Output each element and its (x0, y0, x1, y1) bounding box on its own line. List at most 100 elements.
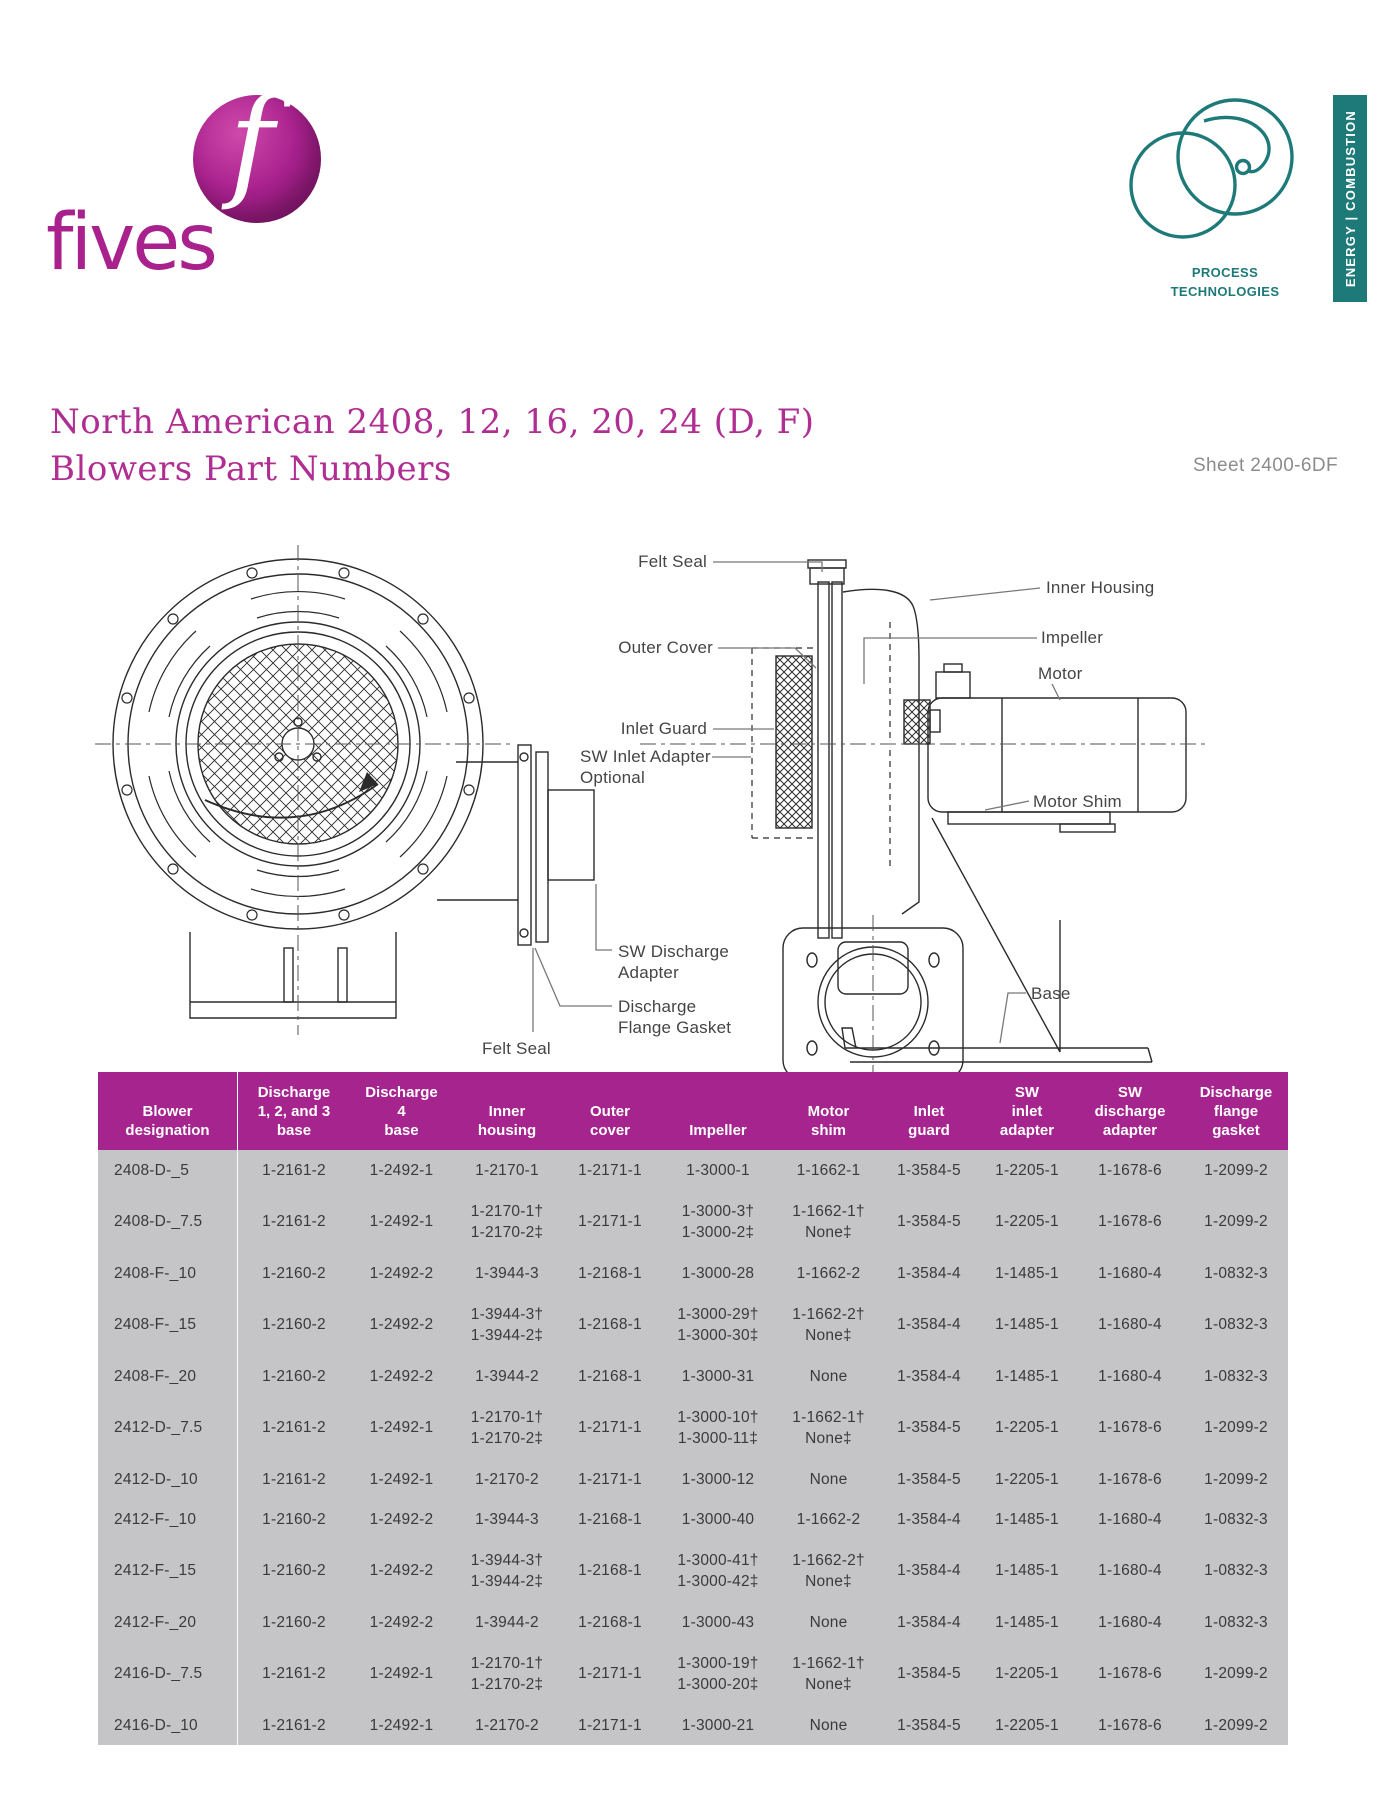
part-number-cell: None (777, 1612, 880, 1633)
cell-line: 1-2168-1 (578, 1613, 642, 1631)
part-number-cell: 1-2492-1 (350, 1160, 453, 1181)
part-number-cell: 1-3000-40 (659, 1509, 777, 1530)
part-number-cell: 1-2099-2 (1184, 1160, 1288, 1181)
part-number-cell: 1-2168-1 (561, 1366, 659, 1387)
cell-line: None (809, 1470, 848, 1488)
part-number-cell: 1-0832-3 (1184, 1263, 1288, 1284)
part-number-cell: 1-2160-2 (238, 1509, 350, 1530)
cell-line: 1-2160-2 (262, 1510, 326, 1528)
cell-line: 1-3944-3† (470, 1551, 544, 1569)
blower-designation-cell: 2416-D-_7.5 (98, 1642, 238, 1705)
part-number-cell: 1-1485-1 (978, 1263, 1076, 1284)
cell-line: adapter (999, 1122, 1055, 1139)
cell-line: 1-2160-2 (262, 1562, 326, 1579)
cell-line: 1-1680-4 (1098, 1562, 1162, 1579)
cell-line: 1-2168-1 (578, 1264, 642, 1282)
cell-line: 1-2160-2 (262, 1316, 326, 1333)
part-number-cell: None (777, 1469, 880, 1490)
cell-line: SW (1117, 1084, 1143, 1101)
part-number-cell: 1-0832-3 (1184, 1560, 1288, 1581)
part-number-cell: 1-1662-2 (777, 1263, 880, 1284)
cell-line: 1-2170-1† (470, 1654, 544, 1672)
cell-line: 1-3000-31 (681, 1367, 755, 1385)
part-number-cell: 1-2161-2 (238, 1417, 350, 1438)
part-number-cell: 1-2492-2 (350, 1314, 453, 1335)
part-number-cell: 1-3584-5 (880, 1715, 978, 1736)
column-header: Impeller (659, 1072, 777, 1150)
cell-line: 1-3000-11‡ (677, 1429, 759, 1447)
cell-line: 1-3584-4 (897, 1562, 961, 1579)
blower-designation-cell: 2408-F-_20 (98, 1356, 238, 1396)
cell-line: 1-2168-1 (578, 1510, 642, 1528)
part-number-cell: 1-2099-2 (1184, 1417, 1288, 1438)
part-number-cell: 1-2205-1 (978, 1469, 1076, 1490)
part-number-cell: 1-2161-2 (238, 1469, 350, 1490)
cell-line: 1-2205-1 (995, 1161, 1059, 1179)
cell-line: 1-2160-2 (262, 1367, 326, 1385)
cell-line: 1-2170-2 (475, 1716, 539, 1734)
part-number-cell: 1-3584-5 (880, 1469, 978, 1490)
cell-line: 1-3000-1 (686, 1161, 750, 1179)
label-outer-cover: Outer Cover (618, 638, 713, 657)
cell-line: 1-2205-1 (995, 1213, 1059, 1230)
cell-line: 2408-F-_20 (114, 1367, 197, 1385)
cell-line: 1-1678-6 (1098, 1213, 1162, 1230)
part-number-cell: 1-2099-2 (1184, 1715, 1288, 1736)
cell-line: base (276, 1122, 312, 1139)
cell-line: 1-1678-6 (1098, 1716, 1162, 1734)
cell-line: 1-3944-3 (475, 1264, 539, 1282)
cell-line: 1-1662-2† (792, 1551, 865, 1569)
part-number-cell: 1-3000-10†1-3000-11‡ (659, 1407, 777, 1449)
cell-line: 2412-F-_20 (114, 1613, 197, 1631)
cell-line: 1-1678-6 (1098, 1161, 1162, 1179)
cell-line: 2412-F-_10 (114, 1510, 197, 1528)
process-label-line2: TECHNOLOGIES (1170, 284, 1280, 299)
blower-designation-cell: 2412-F-_10 (98, 1499, 238, 1539)
part-number-cell: 1-3944-3†1-3944-2‡ (453, 1304, 561, 1346)
cell-line: 1-3584-4 (897, 1367, 961, 1385)
cell-line: 1-2492-1 (369, 1716, 434, 1734)
cell-line: 1-1662-1† (792, 1202, 865, 1220)
part-number-cell: 1-3000-12 (659, 1469, 777, 1490)
cell-line: 1-1485-1 (995, 1316, 1059, 1333)
part-number-cell: 1-2168-1 (561, 1560, 659, 1581)
part-number-cell: 1-2170-1 (453, 1160, 561, 1181)
part-number-cell: 1-2492-2 (350, 1612, 453, 1633)
cell-line: 1-1678-6 (1098, 1665, 1162, 1682)
cell-line: Inner (488, 1103, 526, 1120)
part-number-cell: 1-2160-2 (238, 1366, 350, 1387)
cell-line: 1-1662-2 (796, 1510, 861, 1528)
part-number-cell: 1-1678-6 (1076, 1469, 1184, 1490)
cell-line: 1-1485-1 (995, 1613, 1059, 1631)
cell-line: discharge (1094, 1103, 1166, 1120)
label-sw-inlet-adapter-line1: SW Inlet Adapter (580, 747, 711, 766)
leader-lines (532, 561, 1061, 1044)
label-inlet-guard: Inlet Guard (620, 719, 707, 738)
cell-line: 1-1662-2† (792, 1305, 865, 1323)
cell-line: 1-3000-19† (677, 1654, 759, 1672)
cell-line: 1-2205-1 (995, 1470, 1059, 1488)
cell-line: 1-3944-3† (470, 1305, 544, 1323)
part-number-cell: 1-2171-1 (561, 1469, 659, 1490)
part-number-cell: 1-0832-3 (1184, 1612, 1288, 1633)
part-number-cell: 1-2205-1 (978, 1160, 1076, 1181)
cell-line: 1-2161-2 (262, 1419, 326, 1436)
cell-line: 1-3584-5 (897, 1470, 961, 1488)
cell-line: 1-3000-3† (681, 1202, 755, 1220)
cell-line: flange (1213, 1103, 1259, 1120)
part-number-cell: 1-2099-2 (1184, 1663, 1288, 1684)
energy-combustion-banner: ENERGY | COMBUSTION (1333, 95, 1367, 302)
label-motor-shim: Motor Shim (1033, 792, 1122, 811)
cell-line: inlet (1011, 1103, 1043, 1120)
part-number-cell: 1-1680-4 (1076, 1509, 1184, 1530)
part-number-cell: 1-2171-1 (561, 1663, 659, 1684)
label-sw-inlet-adapter: SW Inlet Adapter Optional (580, 746, 711, 788)
sheet-number: Sheet 2400-6DF (1192, 455, 1338, 476)
